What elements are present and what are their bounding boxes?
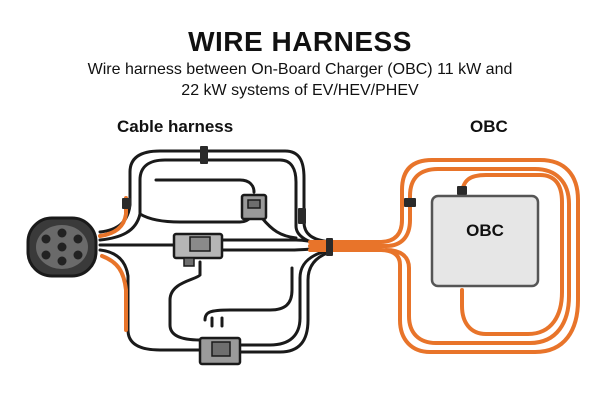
upper-connector xyxy=(240,193,268,221)
diagram-title: WIRE HARNESS xyxy=(188,26,412,57)
wire-clips xyxy=(122,146,467,256)
bottom-connector xyxy=(198,336,242,366)
subtitle-line-2: 22 kW systems of EV/HEV/PHEV xyxy=(181,82,419,99)
orange-wire-bundle xyxy=(98,158,580,354)
obc-unit: OBC xyxy=(430,194,540,288)
subtitle-line-1: Wire harness between On-Board Charger (O… xyxy=(87,61,513,78)
diagram-subtitle: Wire harness between On-Board Charger (O… xyxy=(0,59,600,101)
obc-label: OBC xyxy=(470,117,508,136)
center-connector xyxy=(172,232,224,267)
charging-inlet xyxy=(26,216,98,278)
obc-unit-label: OBC xyxy=(466,221,504,240)
cable-harness-label: Cable harness xyxy=(117,117,234,136)
